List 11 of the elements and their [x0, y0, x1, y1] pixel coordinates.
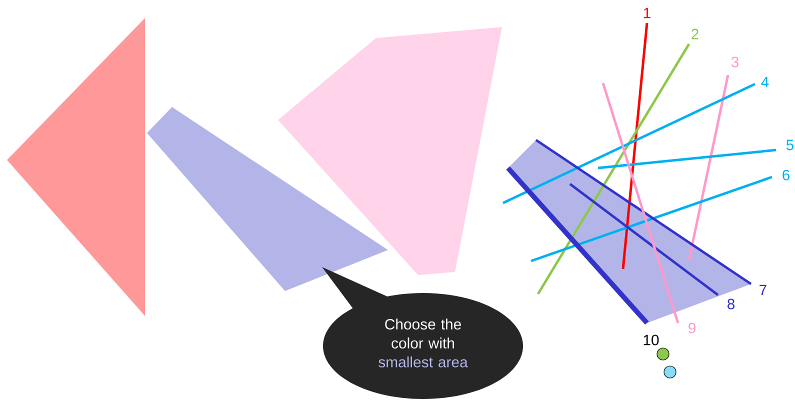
line-number: 2 — [692, 28, 698, 40]
speech-bubble: Choose the color with smallest area — [322, 267, 523, 399]
line-number: 1 — [644, 8, 650, 18]
line-number: 8 — [728, 298, 734, 310]
line-number: 4 — [761, 76, 769, 88]
line-number: 3 — [731, 56, 738, 68]
line-number: 9 — [688, 322, 696, 334]
line-number: 6 — [782, 170, 790, 180]
line-number: 7 — [760, 284, 766, 296]
line-number: 5 — [786, 140, 794, 150]
line-number: 10 — [644, 334, 659, 346]
